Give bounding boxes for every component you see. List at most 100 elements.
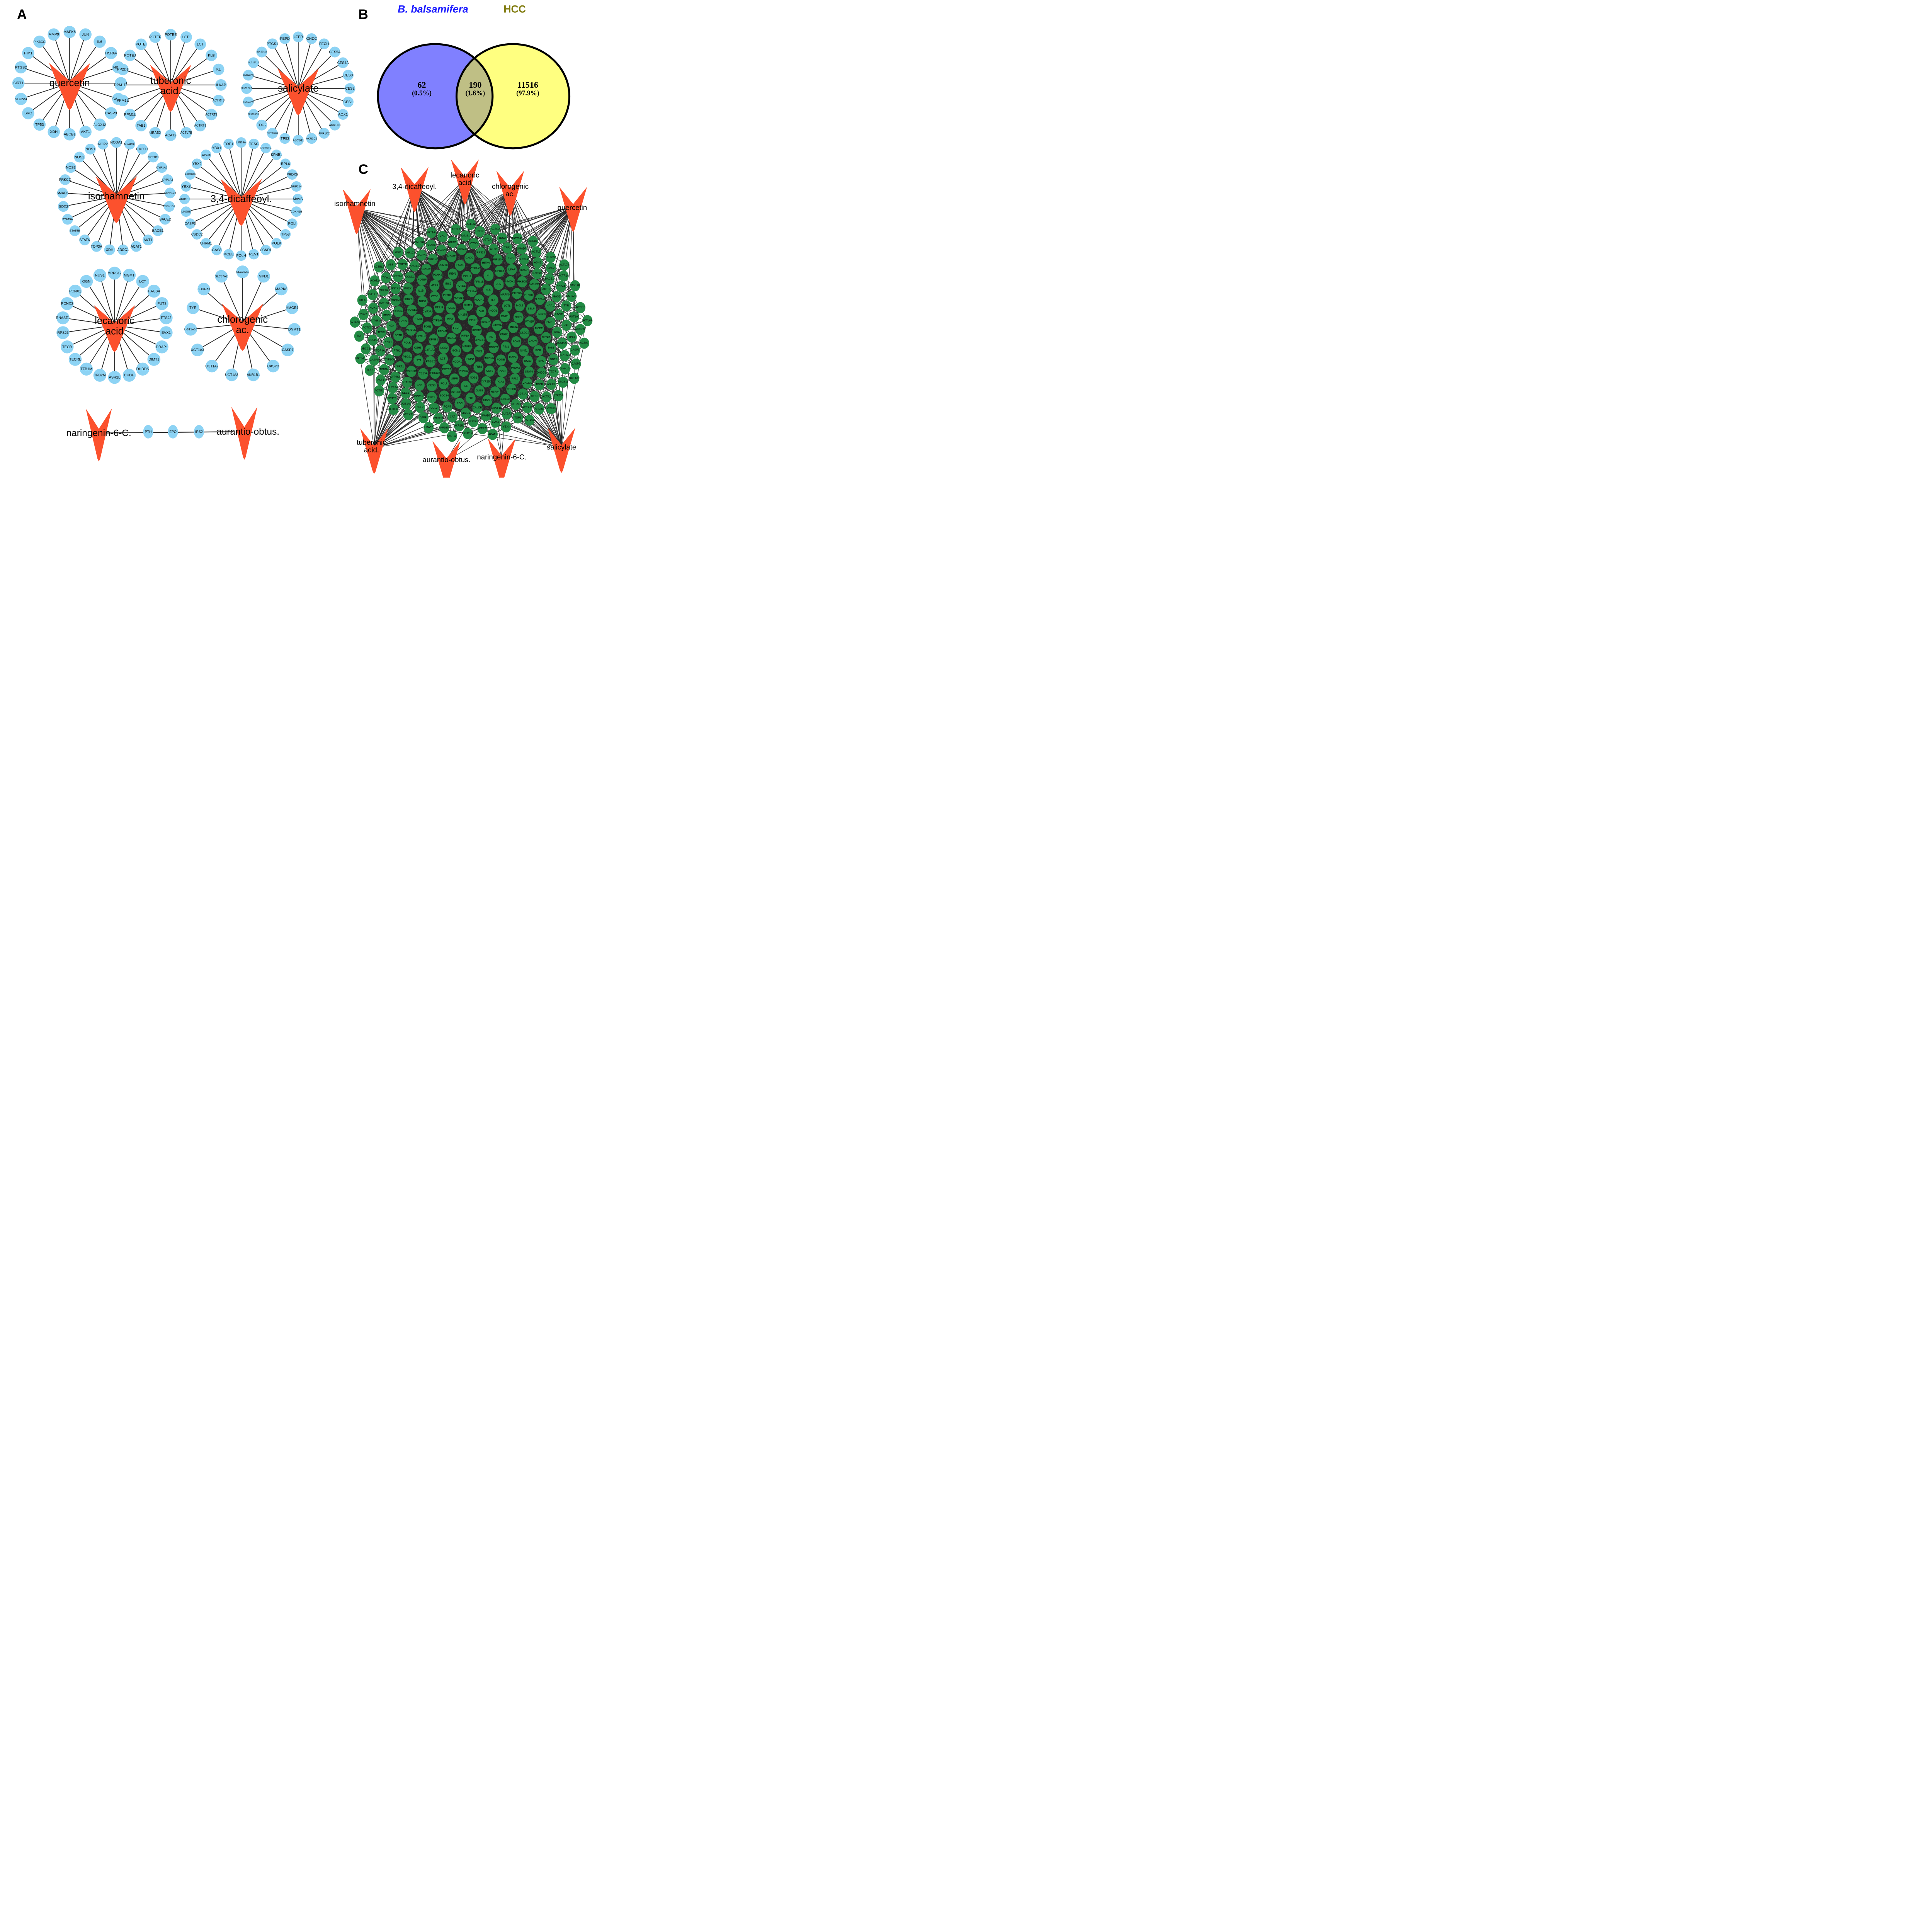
network-node[interactable]: LRTOMT (436, 326, 448, 338)
network-node[interactable]: TOP3B (398, 259, 408, 270)
network-node[interactable]: ALB (386, 259, 396, 270)
target-node[interactable]: PIM1 (22, 47, 34, 60)
network-node[interactable]: UBE3B (474, 226, 485, 237)
network-node[interactable]: ESR1 (383, 337, 394, 348)
compound-node[interactable] (342, 189, 371, 235)
target-node[interactable]: AKR1B10 (185, 169, 196, 180)
target-node[interactable]: MAPK8 (275, 282, 288, 296)
network-node[interactable]: UGT2B28 (546, 403, 557, 415)
target-node[interactable]: HMOX1 (136, 143, 148, 155)
target-node[interactable]: GAS8 (211, 245, 222, 255)
network-node[interactable]: ACTBL2 (374, 261, 384, 273)
network-node[interactable]: CES4A (556, 281, 566, 293)
compound-node[interactable] (496, 170, 524, 216)
network-node[interactable]: PIK3R6 (512, 288, 522, 299)
network-node[interactable]: SMAD6 (481, 410, 491, 422)
target-node[interactable]: DIMT1 (147, 353, 161, 366)
network-node[interactable]: UGT1A10 (367, 289, 378, 301)
network-node[interactable]: UGT3A1 (355, 353, 366, 364)
network-node[interactable]: MPO (445, 313, 455, 325)
network-node[interactable]: SCARB1 (421, 264, 432, 275)
network-node[interactable]: HIBCH (482, 395, 493, 406)
network-node[interactable]: ACAT1 (487, 429, 498, 440)
compound-node[interactable] (95, 176, 137, 223)
network-node[interactable]: ALOX12 (388, 404, 399, 415)
target-node[interactable]: PTH (143, 425, 153, 439)
target-node[interactable]: AKR1C2 (318, 128, 330, 139)
target-node[interactable]: CSNK1G2 (163, 201, 175, 212)
network-node[interactable]: GHDC (464, 252, 475, 264)
network-node[interactable]: PIM1 (501, 341, 511, 353)
network-node[interactable]: YBX1 (393, 247, 403, 258)
network-node[interactable]: ACTB (541, 284, 551, 295)
target-node[interactable]: NOS1 (85, 143, 96, 155)
network-node[interactable]: TLE7 (364, 364, 375, 376)
network-node[interactable]: SELP (526, 303, 536, 315)
network-node[interactable]: UGT1A1 (518, 388, 528, 400)
network-node[interactable]: RNF113A (492, 254, 503, 265)
network-node[interactable]: STAT3 (387, 393, 398, 404)
target-node[interactable]: AKR1B1 (247, 368, 260, 381)
target-node[interactable]: LIN28A (236, 137, 247, 148)
network-node[interactable]: BACE1 (544, 273, 555, 285)
target-node[interactable]: SLC22A12 (248, 57, 259, 68)
network-node[interactable]: SOX2 (490, 416, 501, 428)
target-node[interactable]: SLC22A9 (243, 96, 254, 107)
network-node[interactable]: PP2D1 (442, 289, 452, 301)
network-node[interactable]: PPM1K (438, 260, 449, 271)
network-node[interactable]: PTH (465, 392, 476, 404)
target-node[interactable]: ALOX12 (94, 118, 106, 131)
network-node[interactable]: PTGS1 (402, 351, 413, 363)
target-node[interactable]: KPNB1 (271, 150, 282, 160)
network-node[interactable]: ACSM2B (556, 338, 568, 349)
network-node[interactable]: SLC37A1 (500, 393, 510, 405)
compound-node[interactable] (451, 159, 479, 205)
network-node[interactable]: TFB1M (379, 364, 389, 375)
network-node[interactable]: DIMT1 (463, 299, 473, 311)
target-node[interactable]: POTEF (149, 31, 161, 43)
target-node[interactable]: CES5A (329, 46, 341, 58)
network-node[interactable]: ASNS (532, 257, 543, 269)
target-node[interactable]: YBX3 (180, 181, 191, 192)
target-node[interactable]: NOP2 (97, 139, 109, 150)
target-node[interactable]: XDH (104, 244, 115, 255)
network-node[interactable]: NPR1 (545, 300, 555, 312)
network-node[interactable]: TAB1 (546, 342, 556, 354)
network-node[interactable]: POTEF (417, 274, 427, 286)
network-node[interactable]: POLK (402, 337, 413, 349)
network-node[interactable]: OGN (497, 366, 508, 377)
network-node[interactable]: TYR (561, 300, 571, 312)
network-node[interactable]: LEPR (449, 373, 460, 385)
network-node[interactable]: JUN (493, 279, 504, 290)
network-node[interactable]: CCND1 (405, 271, 415, 283)
network-node[interactable]: NUS1 (417, 296, 428, 308)
target-node[interactable]: AKT1 (79, 126, 92, 138)
network-node[interactable]: CALCA (522, 377, 532, 389)
network-node[interactable]: GAS8 (551, 291, 562, 303)
compound-node[interactable] (220, 179, 262, 226)
network-node[interactable]: IL6 (461, 381, 471, 392)
network-node[interactable]: BCL2 (415, 401, 425, 413)
network-node[interactable]: ACTL9 (531, 246, 541, 258)
network-node[interactable]: PPM1D (416, 331, 426, 342)
network-node[interactable]: DMP1 (500, 311, 510, 322)
network-node[interactable]: VWF (418, 412, 429, 423)
network-node[interactable]: AKR1C3 (447, 430, 457, 442)
network-node[interactable]: TMPRSS11D (468, 416, 479, 427)
target-node[interactable]: MRPS12 (107, 267, 122, 280)
target-node[interactable]: SLC37A3 (197, 282, 210, 296)
network-node[interactable]: AKR1B1 (454, 420, 464, 432)
network-compound[interactable]: 3,4-dicaffeoyl. (392, 167, 437, 213)
target-node[interactable]: NUP214 (291, 181, 302, 192)
network-node[interactable]: SLC22A7 (535, 294, 546, 305)
target-node[interactable]: DHDDS (136, 362, 150, 376)
target-node[interactable]: NOS2 (74, 151, 85, 163)
network-node[interactable]: REN (536, 356, 546, 367)
network-node[interactable]: UGT2B17 (392, 271, 403, 282)
target-node[interactable]: UBA52 (149, 127, 161, 139)
network-node[interactable]: TOP1 (513, 412, 523, 423)
target-node[interactable]: SLC22A6 (243, 70, 254, 81)
network-node[interactable]: CYCS (529, 391, 540, 402)
network-node[interactable]: TNF (354, 330, 364, 342)
target-node[interactable]: IRS2 (194, 425, 204, 439)
